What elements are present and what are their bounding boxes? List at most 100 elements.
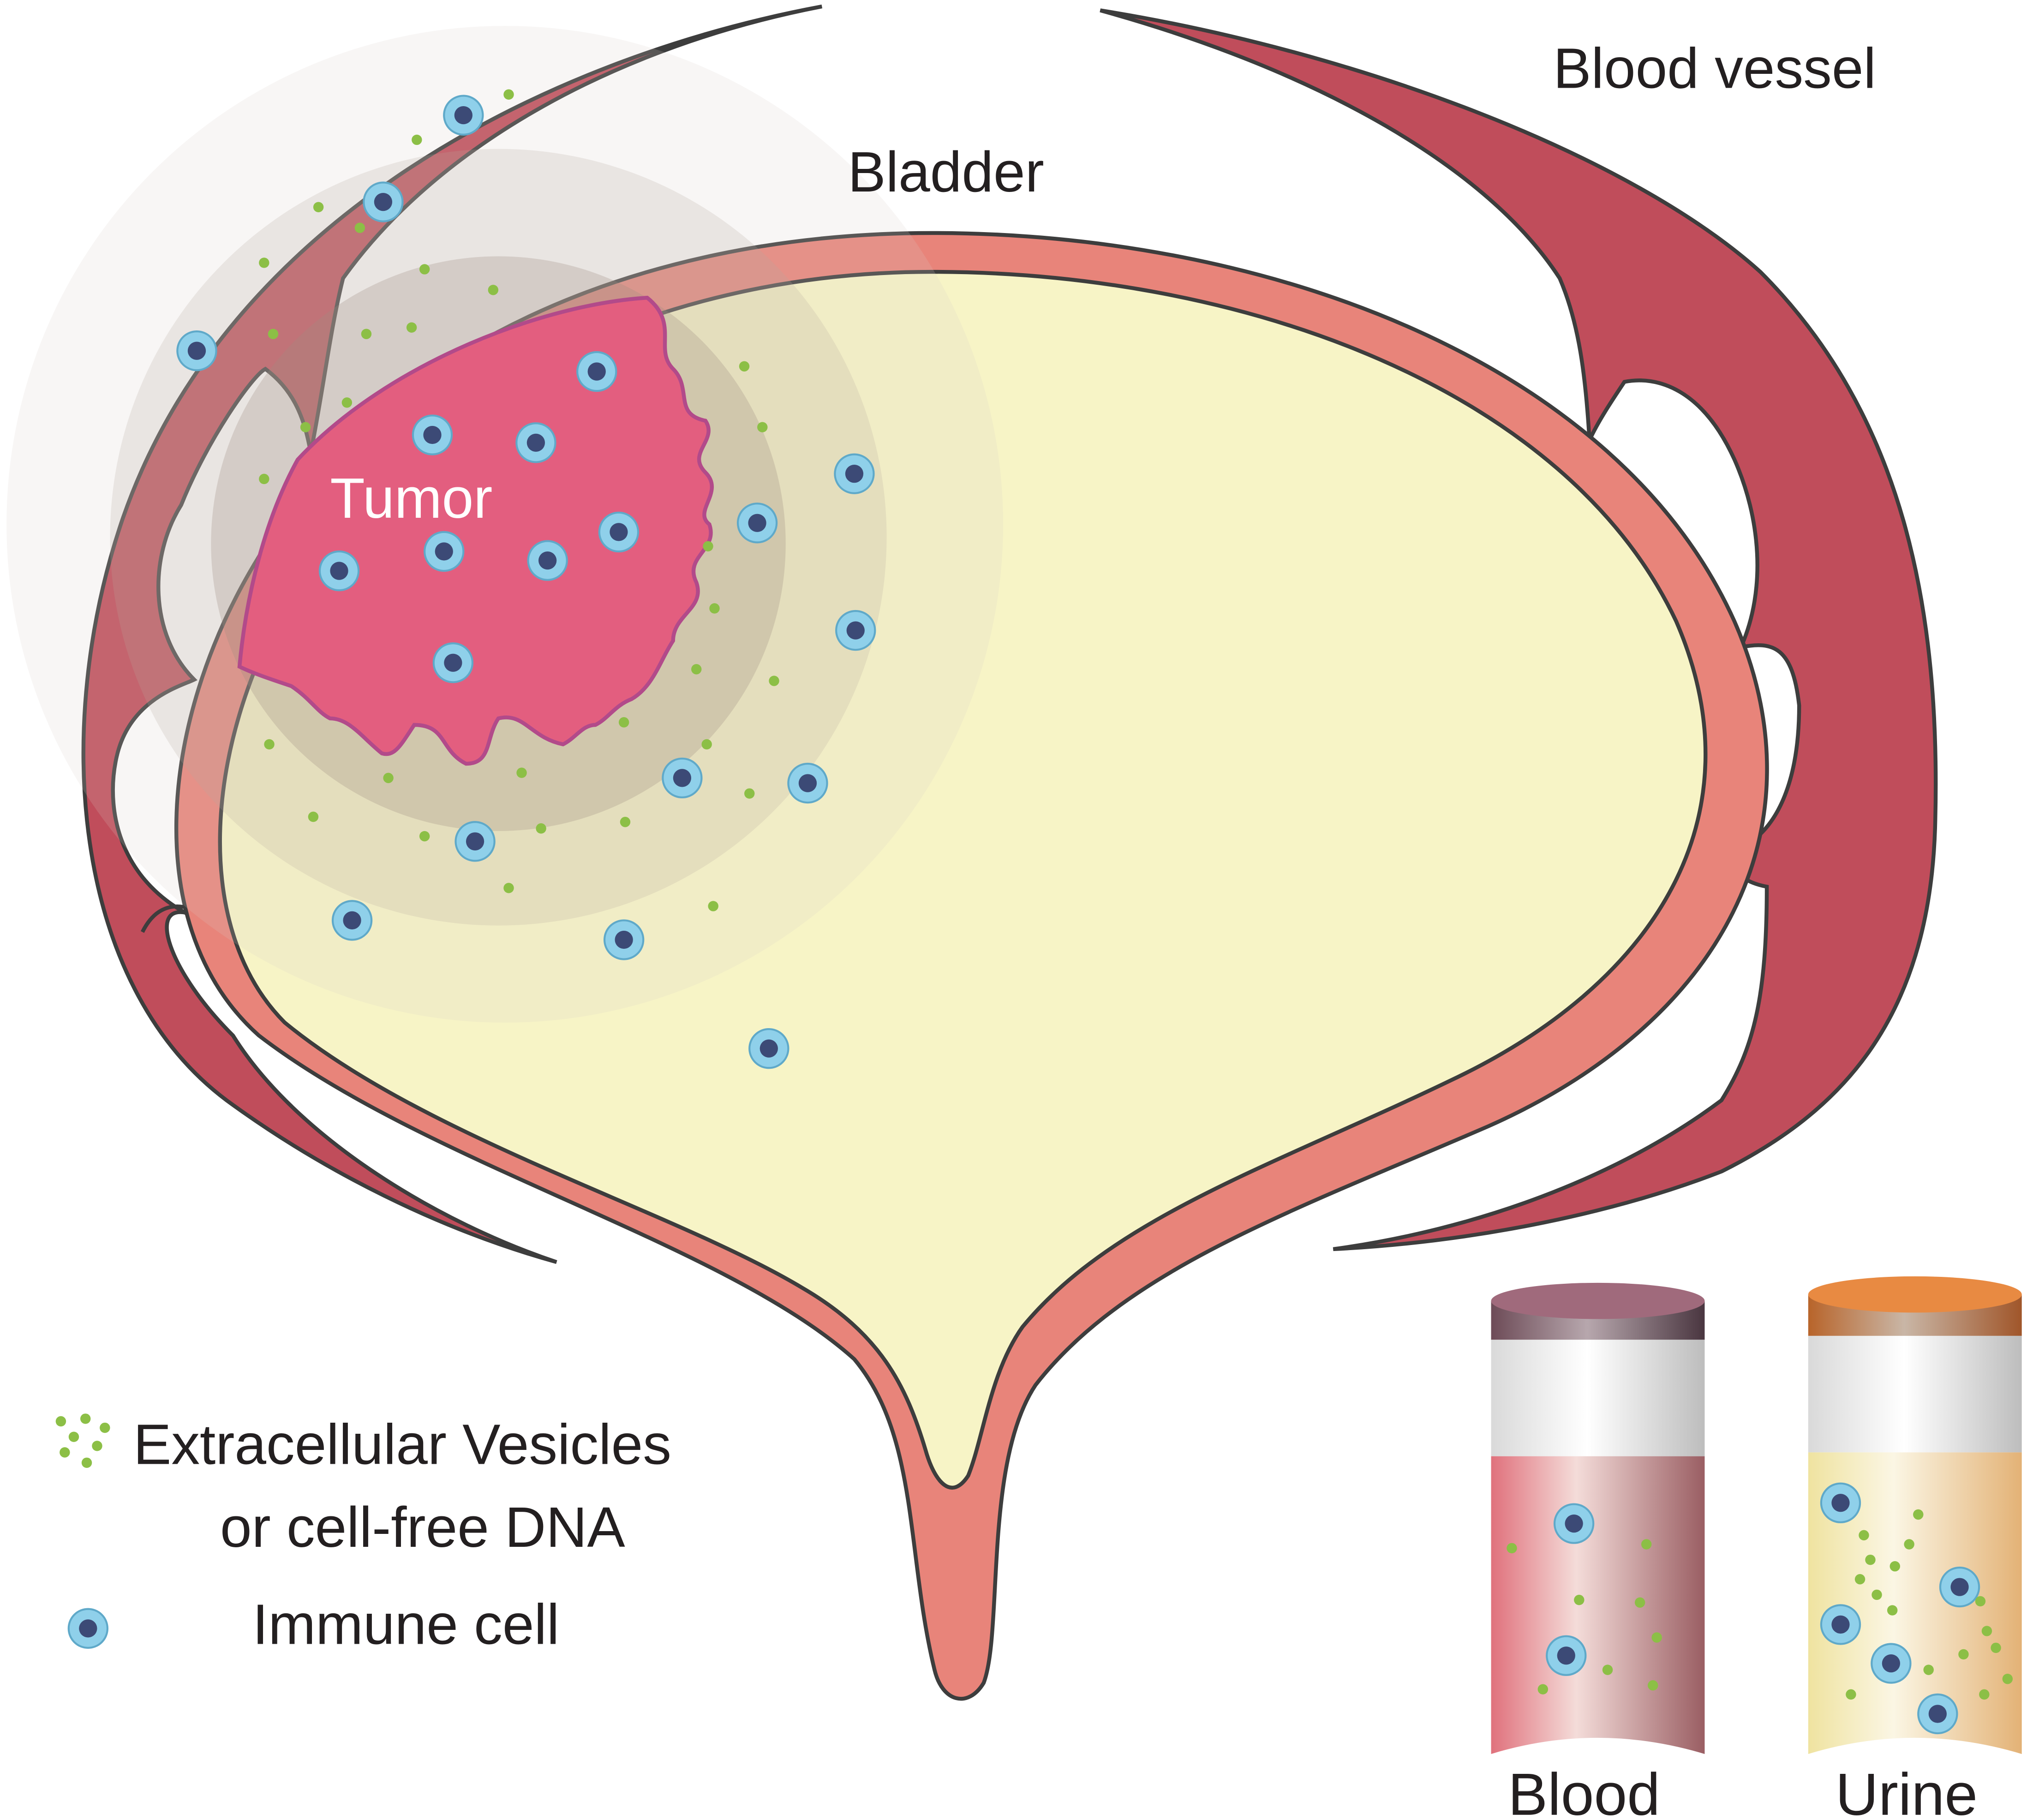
vesicle-dot-icon [1975, 1596, 1986, 1607]
blood-tube-label: Blood [1508, 1761, 1660, 1820]
urine-tube-label: Urine [1836, 1761, 1978, 1820]
immune-cell-icon [603, 919, 645, 960]
vesicle-dot-icon [1979, 1689, 1990, 1700]
immune-cell-icon [331, 900, 373, 941]
vesicle-dot-icon [361, 329, 372, 339]
vesicle-dot-icon [313, 202, 324, 213]
vesicle-dot-icon [68, 1431, 79, 1442]
vesicle-dot-icon [412, 134, 422, 145]
vesicle-dot-icon [1854, 1574, 1866, 1585]
vesicle-dot-icon [703, 541, 713, 551]
immune-cell-icon [576, 351, 617, 392]
vesicle-dot-icon [2002, 1674, 2013, 1684]
immune-cell-icon [598, 511, 640, 553]
vesicle-dot-icon [1537, 1684, 1549, 1694]
immune-cell-icon [1820, 1482, 1861, 1523]
vesicle-dot-icon [419, 264, 430, 275]
vesicle-dot-icon [1913, 1509, 1924, 1520]
vesicle-dot-icon [1602, 1664, 1613, 1675]
vesicle-dot-icon [341, 397, 353, 408]
immune-cell-icon [1820, 1604, 1861, 1645]
vesicle-dot-icon [92, 1441, 102, 1451]
vesicle-dot-icon [1981, 1626, 1992, 1636]
tumor [237, 295, 714, 766]
blood-vessel-right [1100, 8, 1938, 1251]
vesicle-dot-icon [1991, 1642, 2001, 1653]
immune-cell-icon [424, 531, 465, 572]
immune-cell-icon [443, 95, 484, 136]
immune-cell-icon [835, 610, 876, 651]
vesicle-dot-icon [268, 329, 279, 339]
immune-cell-icon [176, 330, 217, 371]
vesicle-dot-icon [354, 222, 365, 233]
vesicle-dot-icon [1889, 1561, 1901, 1572]
legend: Extracellular Vesicles or cell-free DNA … [55, 1413, 671, 1657]
immune-cell-group [176, 95, 876, 1069]
vesicle-dot-icon [55, 1413, 110, 1468]
immune-cell-icon [67, 1608, 109, 1649]
vesicle-dot-icon [1846, 1689, 1856, 1700]
vesicle-dot-icon [308, 811, 319, 822]
vesicle-dot-icon [1648, 1680, 1658, 1691]
immune-cell-icon [1939, 1566, 1980, 1608]
immune-cell-icon [834, 453, 875, 494]
blood-tube-contents [1507, 1503, 1662, 1694]
immune-cell-icon [515, 422, 556, 463]
immune-cell-icon [67, 1608, 109, 1649]
vesicle-dot-icon [1507, 1543, 1517, 1554]
vesicle-dot-icon [1887, 1605, 1898, 1616]
legend-ev-label-line1: Extracellular Vesicles [133, 1413, 671, 1477]
immune-cell-icon [748, 1028, 789, 1069]
immune-cell-icon [363, 181, 404, 222]
vesicle-dot-icon [1641, 1539, 1652, 1550]
immune-cell-icon [1553, 1503, 1595, 1544]
vesicle-dot-icon [709, 603, 720, 614]
immune-cell-icon [432, 642, 474, 683]
vesicle-dot-icon [259, 473, 269, 485]
immune-cell-icon [662, 757, 703, 799]
vesicle-dot-icon [264, 739, 275, 750]
legend-immune-label: Immune cell [252, 1593, 559, 1657]
vesicle-dot-icon [55, 1416, 66, 1427]
vesicle-dot-icon [383, 772, 394, 784]
vesicle-dot-icon [708, 901, 718, 911]
urine-tube-contents [1820, 1482, 2013, 1735]
immune-cell-icon [318, 550, 360, 592]
immune-cell-icon [736, 503, 778, 544]
vesicle-dot-icon [769, 676, 779, 686]
vesicle-dot-icon [259, 257, 269, 268]
immune-cell-icon [1917, 1693, 1958, 1735]
urine-tube [1808, 1276, 2022, 1754]
vesicle-dot-icon [1872, 1589, 1882, 1600]
vesicle-dot-icon [757, 422, 768, 432]
vesicle-dot-icon [744, 788, 755, 799]
immune-cell-icon [527, 540, 568, 581]
vesicle-dot-icon [1634, 1597, 1645, 1608]
immune-cell-icon [787, 762, 828, 804]
legend-ev-label-line2: or cell-free DNA [220, 1496, 625, 1559]
vesicle-dot-icon [1904, 1539, 1914, 1550]
bladder-label: Bladder [848, 140, 1044, 204]
vesicle-dot-icon [701, 739, 712, 750]
vesicle-dot-icon [1958, 1649, 1969, 1660]
immune-cell-icon [454, 821, 496, 862]
vesicle-dot-icon [60, 1447, 70, 1458]
vesicle-dot-icon [503, 883, 514, 893]
vesicle-dot-icon [536, 823, 546, 834]
vesicle-dot-icon [488, 285, 499, 295]
vesicle-dot-icon [406, 322, 417, 333]
vesicle-dot-icon [691, 664, 702, 675]
vesicle-dot-icon [516, 767, 527, 778]
vesicle-group [259, 89, 779, 911]
vesicle-dot-icon [80, 1413, 91, 1424]
vesicle-dot-icon [1574, 1594, 1585, 1605]
vesicle-dot-icon [1923, 1664, 1934, 1675]
immune-cell-icon [1871, 1643, 1912, 1684]
vesicle-dot-icon [100, 1422, 110, 1433]
vesicle-dot-icon [503, 89, 514, 100]
vesicle-dot-icon [1865, 1554, 1876, 1565]
vesicle-dot-icon [1651, 1632, 1662, 1643]
immune-cell-icon [412, 414, 453, 455]
vesicle-dot-icon [1859, 1530, 1869, 1541]
